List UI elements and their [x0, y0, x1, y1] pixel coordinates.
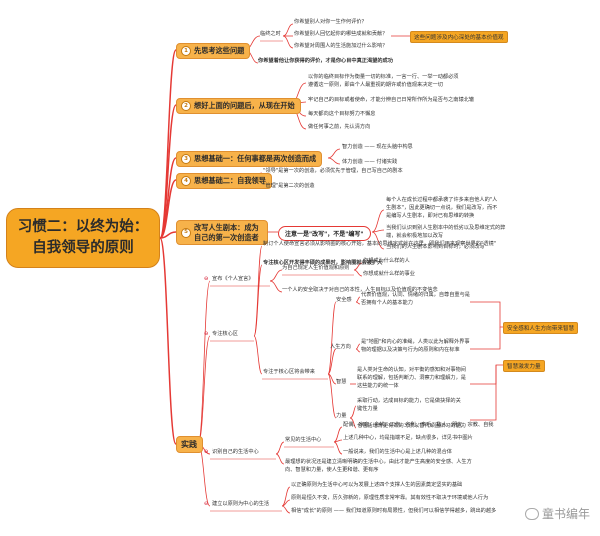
life-center-label: 识别自己的生活中心 [212, 449, 259, 455]
watermark-text: 童书编年 [541, 507, 590, 521]
start-line-3: 牢记自己的目标或者使命，才能分辨自己日常所作所为是否与之南辕北辙 [308, 97, 475, 103]
wisdom-line-2: 联系的理解，包括判断力、洞察力和理解力，是 [357, 375, 466, 381]
start-line-4: 每天都向这个目标努力不懈怠 [308, 111, 376, 117]
core-brings: 专注于核心区将会带来 [263, 369, 315, 375]
direction-line-1: 是"地图"和内心的准绳，人类以此为解释外界事 [361, 339, 470, 345]
success-statement: 你希望着他让你获得的评价，才是你心目中真正渴望的成功 [258, 58, 393, 64]
branch-think-questions[interactable]: 1 先思考这些问题 [176, 43, 251, 59]
branch-self-leadership[interactable]: 4 思想基础二：自我领导 [176, 173, 272, 189]
start-line-1: 以你的临终目标作为衡量一切的标准，一言一行、一举一动都必须 [308, 74, 459, 80]
principle-center-label: 建立以原则为中心的生活 [212, 501, 270, 507]
branch-two-creations[interactable]: 3 思想基础一：任何事都是两次创造而成 [176, 151, 323, 167]
branch-title: 想好上面的问题后，从现在开始 [194, 101, 295, 110]
rewrite-line-1: 每个人在成长过程中都承袭了许多来自他人的"人 [386, 197, 498, 203]
branch-rewrite-script[interactable]: 5 改写人生剧本：成为自己的第一次创造者 [176, 220, 268, 246]
rewrite-line-3: 是编写人生剧本，即对已有思维的转换 [386, 213, 475, 219]
branch-number-2: 2 [181, 101, 191, 111]
branch-title: 先思考这些问题 [194, 46, 245, 55]
branch-number-4: 4 [181, 176, 191, 186]
core-focus-label: 专注核心区 [212, 331, 238, 337]
branch-title: 改写人生剧本：成为自己的第一次创造者 [194, 223, 259, 242]
rewrite-line-4: 当我们认识到别人生剧本中的低劣以及思维定式的弊 [386, 225, 506, 231]
connector-branch5 [159, 231, 177, 239]
question-3: 你希望对周围人的生活施加过什么影响？ [294, 43, 388, 49]
declaration-label: 宣布《个人宣言》 [212, 276, 254, 282]
question-1: 你希望别人对你一生作何评价？ [294, 19, 367, 25]
watermark: 童书编年 [524, 505, 590, 522]
root-topic[interactable]: 习惯二：以终为始：自我领导的原则 [6, 208, 160, 268]
p2-bullet: ⊖ [204, 331, 209, 337]
direction-line-2: 物的理据以及决策与行为的原则和内在标准 [361, 347, 460, 353]
security-label: 安全感 [336, 297, 352, 303]
who-to-be: 你想成为什么样的人 [363, 258, 410, 264]
management-line: "管理"是第二次的创造 [263, 183, 315, 189]
principle-line-1: 以正确原则为生活中心可以为发展上述四个支撑人生的因素奠定坚实的基础 [291, 482, 463, 488]
security-belief: 一个人的安全取决于对自己的本性，人生目标以及价值观的不变信念 [282, 287, 438, 293]
branch-title: 实践 [181, 440, 197, 449]
question-2: 你希望别人回忆起你的哪些成就和贡献？ [294, 31, 388, 37]
wisdom-line-3: 这些能力的统一体 [357, 383, 399, 389]
direction-label: 人生方向 [330, 344, 351, 350]
power-line-1: 采取行动，达成目标的能力，它是做抉择的关 [357, 398, 461, 404]
rewrite-line-6: 当我们的人生剧本影响到目标时，必须改写 [386, 244, 485, 250]
branch-start-now[interactable]: 2 想好上面的问题后，从现在开始 [176, 98, 301, 114]
wisdom-tag: 安全感和人生方向带来智慧 [503, 322, 579, 334]
rewrite-line-5: 端，就会积极地加以改写 [386, 233, 444, 239]
power-label: 力量 [336, 413, 347, 419]
rewrite-line-2: 生剧本"，因此更确切一点说，我们是改写，而不 [386, 205, 498, 211]
security-line-2: 否拥有个人的基本能力 [361, 300, 413, 306]
mission-lens: 制订个人使命宣言必须从影响圈的核心开始，基本的思维定式就在这里，即我们用来观察世… [263, 241, 497, 247]
ideal-center-2: 向、智慧和力量，使人生更和谐、更有序 [285, 467, 379, 473]
p3-bullet: ⊖ [204, 449, 209, 455]
centers-flaws: 上述几种中心，均是指端不足，缺点很多，详见书中图片 [343, 435, 473, 441]
deathbed-label: 临终之时 [260, 31, 281, 37]
leadership-line: "领导"是第一次的创造，必须优先于管理，自己写自己的剧本 [263, 168, 403, 174]
power-line-2: 键性力量 [357, 406, 378, 412]
start-line-5: 做任何事之前，先认清方向 [308, 124, 371, 130]
connector-branch6 [159, 237, 177, 445]
common-centers: 常见的生活中心 [285, 437, 322, 443]
p1-bullet: ⊖ [204, 276, 209, 282]
what-to-achieve: 你想成就什么样的事业 [363, 271, 415, 277]
branch-title: 思想基础二：自我领导 [194, 176, 266, 185]
branch-number-5: 5 [181, 227, 191, 238]
centers-mixed: 一般说来，我们的生活中心是上述几种的混合体 [343, 449, 452, 455]
branch-title: 思想基础一：任何事都是两次创造而成 [194, 154, 317, 163]
branch-practice[interactable]: 实践 [176, 436, 203, 453]
wisdom-line-1: 是人类对生命的认知，对平衡的感知和对事物间 [357, 367, 466, 373]
principle-line-3: 相信"成长"的原则 —— 我们知道原则时有局限性，但我们可以相信学得越多，跳出的… [291, 508, 497, 514]
start-line-2: 遵循这一原则，即由个人最重视的期许或价值观来决定一切 [308, 82, 443, 88]
power-line-3: 也包括培育更有效的习惯以替代顽固旧习的能力 [357, 423, 466, 429]
centers-list: 配偶、家庭、金钱、工作、名利、享乐、敌人、朋友、宗教、自我 [343, 422, 494, 428]
power-tag: 智慧激发力量 [503, 360, 545, 372]
p4-bullet: ⊖ [204, 501, 209, 507]
principle-line-2: 原则是恒久不变，历久弥新的，原理性质非常牢靠。其有效性不取决于环境或他人行为 [291, 495, 489, 501]
physical-creation: 体力创造 —— 付诸实践 [342, 159, 398, 165]
declaration-values: 为自己规定人生价值观和原则 [282, 265, 350, 271]
security-line-1: 代表价值观，认同、情绪的归属，自尊自重与是 [361, 292, 470, 298]
branch-number-3: 3 [181, 154, 191, 164]
branch-number-1: 1 [181, 46, 191, 56]
wisdom-label: 智慧 [336, 379, 347, 385]
ideal-center-1: 最理想的状况还是建立清晰明确的生活中心，由此才能产生高度的安全感、人生方 [285, 459, 472, 465]
mental-creation: 智力创造 —— 现在头脑中构思 [342, 144, 413, 150]
connector-branch4 [159, 179, 177, 239]
values-tag: 这些问题涉及内心深处的基本价值观 [410, 31, 508, 43]
connector-branch2 [159, 104, 177, 239]
influence-expand: 专注核心区开发得丰硕的成果时，影响圈就会被扩大 [263, 260, 383, 266]
rewrite-note-tag: 注意一是"改写"，不是"编写" [278, 226, 371, 241]
wechat-icon [524, 507, 539, 520]
